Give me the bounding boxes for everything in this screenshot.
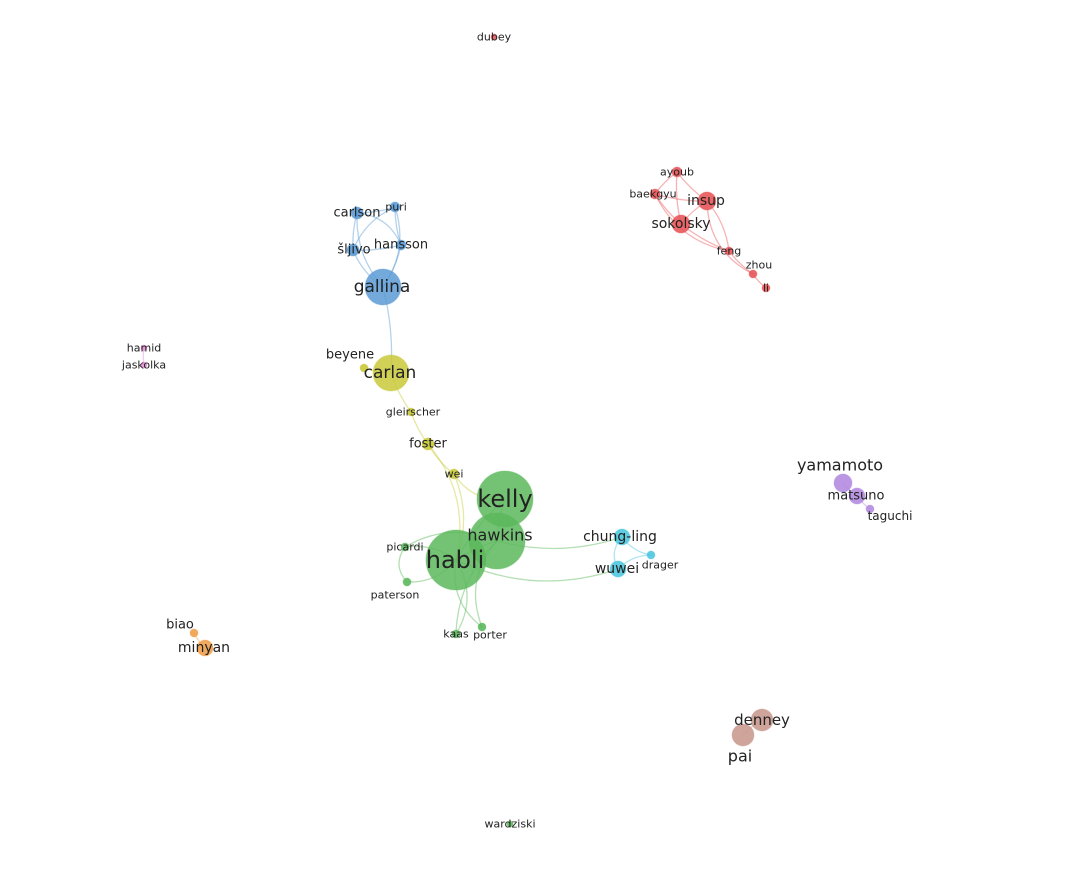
node-matsuno[interactable] — [848, 487, 866, 505]
label-insup[interactable]: insup — [687, 193, 725, 209]
label-gleirscher[interactable]: gleirscher — [386, 406, 441, 419]
network-labels: dubey ayoub baekgyu insup sokolsky feng zhou li… — [121, 31, 913, 831]
node-dubey[interactable] — [490, 33, 498, 41]
label-sokolsky[interactable]: sokolsky — [651, 216, 710, 232]
network-nodes — [140, 33, 875, 828]
label-denney[interactable]: denney — [734, 711, 790, 729]
node-paterson[interactable] — [402, 577, 412, 587]
label-habli[interactable]: habli — [426, 546, 485, 574]
node-feng[interactable] — [724, 246, 734, 256]
label-hamid[interactable]: hamid — [127, 342, 161, 355]
node-carlson[interactable] — [350, 206, 364, 220]
label-drager[interactable]: drager — [642, 559, 679, 572]
node-wuwei[interactable] — [609, 560, 627, 578]
node-foster[interactable] — [421, 437, 435, 451]
node-hamid[interactable] — [140, 344, 148, 352]
node-habli[interactable] — [425, 529, 487, 591]
label-carlson[interactable]: carlson — [333, 206, 380, 221]
label-beyene[interactable]: beyene — [326, 348, 374, 363]
label-ayoub[interactable]: ayoub — [660, 166, 694, 179]
node-hansson[interactable] — [395, 239, 407, 251]
node-minyan[interactable] — [196, 639, 214, 657]
node-carlan[interactable] — [372, 354, 410, 392]
node-kaas[interactable] — [451, 629, 461, 639]
node-gallina[interactable] — [364, 268, 402, 306]
label-li[interactable]: li — [763, 282, 769, 295]
node-baekgyu[interactable] — [649, 188, 661, 200]
label-baekgyu[interactable]: baekgyu — [629, 188, 676, 201]
label-hansson[interactable]: hansson — [374, 238, 428, 253]
label-biao[interactable]: biao — [166, 618, 194, 633]
node-wardziski[interactable] — [506, 820, 514, 828]
label-feng[interactable]: feng — [717, 245, 742, 258]
label-wardziski[interactable]: wardziski — [484, 818, 535, 831]
node-yamamoto[interactable] — [833, 473, 853, 493]
node-wei[interactable] — [448, 468, 460, 480]
label-hawkins[interactable]: hawkins — [467, 526, 532, 545]
node-li[interactable] — [761, 283, 771, 293]
label-foster[interactable]: foster — [409, 437, 447, 452]
node-sljivo[interactable] — [346, 243, 360, 257]
label-puri[interactable]: puri — [385, 201, 407, 214]
label-picardi[interactable]: picardi — [386, 541, 423, 554]
link-insup-zhou — [706, 200, 754, 275]
label-carlan[interactable]: carlan — [364, 363, 417, 383]
label-taguchi[interactable]: taguchi — [868, 509, 913, 523]
node-drager[interactable] — [646, 550, 656, 560]
label-zhou[interactable]: zhou — [746, 259, 772, 272]
label-jaskolka[interactable]: jaskolka — [121, 359, 166, 372]
node-biao[interactable] — [189, 628, 199, 638]
node-gleirscher[interactable] — [406, 407, 416, 417]
node-denney[interactable] — [750, 708, 774, 732]
label-yamamoto[interactable]: yamamoto — [797, 456, 883, 475]
label-paterson[interactable]: paterson — [371, 589, 420, 602]
label-kelly[interactable]: kelly — [477, 485, 532, 513]
node-insup[interactable] — [697, 191, 717, 211]
node-sokolsky[interactable] — [671, 214, 691, 234]
node-beyene[interactable] — [359, 363, 369, 373]
label-minyan[interactable]: minyan — [178, 640, 230, 656]
label-gallina[interactable]: gallina — [354, 277, 411, 297]
label-sljivo[interactable]: šljivo — [337, 243, 370, 258]
node-porter[interactable] — [477, 622, 487, 632]
label-pai[interactable]: pai — [728, 747, 752, 766]
label-porter[interactable]: porter — [473, 629, 507, 642]
node-pai[interactable] — [731, 723, 755, 747]
label-kaas[interactable]: kaas — [443, 628, 469, 641]
label-chung-ling[interactable]: chung-ling — [583, 529, 657, 545]
node-ayoub[interactable] — [671, 166, 683, 178]
node-picardi[interactable] — [400, 542, 410, 552]
network-links — [142, 171, 871, 736]
node-puri[interactable] — [389, 201, 401, 213]
node-jaskolka[interactable] — [140, 361, 148, 369]
label-wei[interactable]: wei — [445, 468, 464, 481]
label-wuwei[interactable]: wuwei — [595, 561, 639, 577]
node-zhou[interactable] — [748, 269, 758, 279]
label-matsuno[interactable]: matsuno — [828, 489, 885, 504]
label-dubey[interactable]: dubey — [477, 31, 512, 44]
node-taguchi[interactable] — [865, 504, 875, 514]
node-chung-ling[interactable] — [613, 528, 631, 546]
